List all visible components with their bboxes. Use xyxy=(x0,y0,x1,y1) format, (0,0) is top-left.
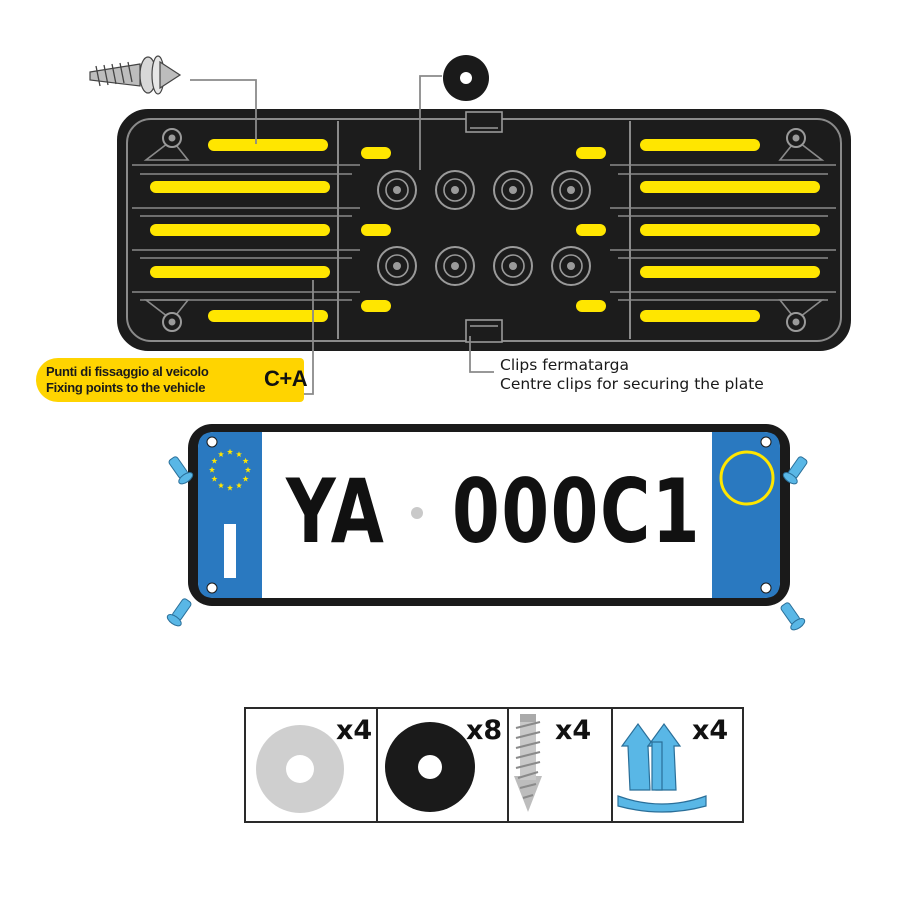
plate-number-part2: 000C1 xyxy=(452,460,702,563)
clips-label-it: Clips fermatarga xyxy=(500,356,629,374)
corner-holes xyxy=(162,128,806,332)
grey-washer-icon xyxy=(256,725,344,813)
eu-star-icon xyxy=(242,475,249,482)
boss-hole xyxy=(435,170,475,210)
clips-label-en: Centre clips for securing the plate xyxy=(500,375,764,393)
boss-hole xyxy=(377,170,417,210)
black-washer-icon xyxy=(385,722,475,812)
center-clip-bottom xyxy=(465,319,503,343)
qty-black-washer: x8 xyxy=(466,715,503,746)
yellow-pads xyxy=(361,147,606,312)
boss-hole xyxy=(377,246,417,286)
anchor-icon xyxy=(166,598,192,627)
yellow-stripes-left xyxy=(150,139,330,322)
anchor-icon xyxy=(782,456,808,485)
eu-star-icon xyxy=(211,475,218,482)
qty-plastic-anchor: x4 xyxy=(692,715,729,746)
fixing-points-label-en: Fixing points to the vehicle xyxy=(46,380,206,395)
mounting-bosses xyxy=(377,170,591,286)
fixing-points-label: Punti di fissaggio al veicolo Fixing poi… xyxy=(36,358,308,402)
plastic-anchor-icon xyxy=(617,722,707,813)
boss-hole xyxy=(493,246,533,286)
eu-band xyxy=(198,432,262,598)
eu-star-icon xyxy=(209,466,215,473)
eu-star-icon xyxy=(236,451,242,457)
anchor-icon xyxy=(168,456,194,485)
center-clip-top xyxy=(465,111,503,133)
screw-icon xyxy=(514,714,542,812)
corner-braces xyxy=(143,138,825,322)
license-plate xyxy=(188,424,790,606)
plate-frame xyxy=(117,109,851,351)
qty-screw: x4 xyxy=(555,715,592,746)
eu-stars xyxy=(209,448,251,491)
fixing-code: C+A xyxy=(264,366,308,391)
eu-star-icon xyxy=(242,457,249,464)
yellow-stripes-right xyxy=(640,139,820,322)
parts-table xyxy=(244,707,744,823)
callout-lines xyxy=(190,75,494,395)
eu-star-icon xyxy=(218,482,224,489)
black-washer-callout-icon xyxy=(443,55,489,101)
boss-hole xyxy=(551,246,591,286)
plate-anchors xyxy=(166,456,808,631)
screw-callout-icon xyxy=(89,55,182,95)
country-code-mark xyxy=(224,524,236,578)
anchor-icon xyxy=(780,602,806,631)
eu-star-icon xyxy=(227,448,233,455)
plate-separator-dot xyxy=(411,507,423,519)
plate-number-part1: YA xyxy=(286,460,386,563)
fixing-points-label-it: Punti di fissaggio al veicolo xyxy=(46,364,209,379)
boss-hole xyxy=(493,170,533,210)
eu-star-icon xyxy=(211,457,218,464)
qty-grey-washer: x4 xyxy=(336,715,373,746)
eu-star-icon xyxy=(218,451,224,457)
sticker-circle xyxy=(719,450,775,506)
eu-star-icon xyxy=(236,482,242,489)
right-band xyxy=(712,432,780,598)
eu-star-icon xyxy=(245,466,251,473)
eu-star-icon xyxy=(227,484,233,491)
clips-label: Clips fermatarga Centre clips for securi… xyxy=(500,356,764,394)
boss-hole xyxy=(551,170,591,210)
ribs-right xyxy=(610,164,836,301)
boss-hole xyxy=(435,246,475,286)
